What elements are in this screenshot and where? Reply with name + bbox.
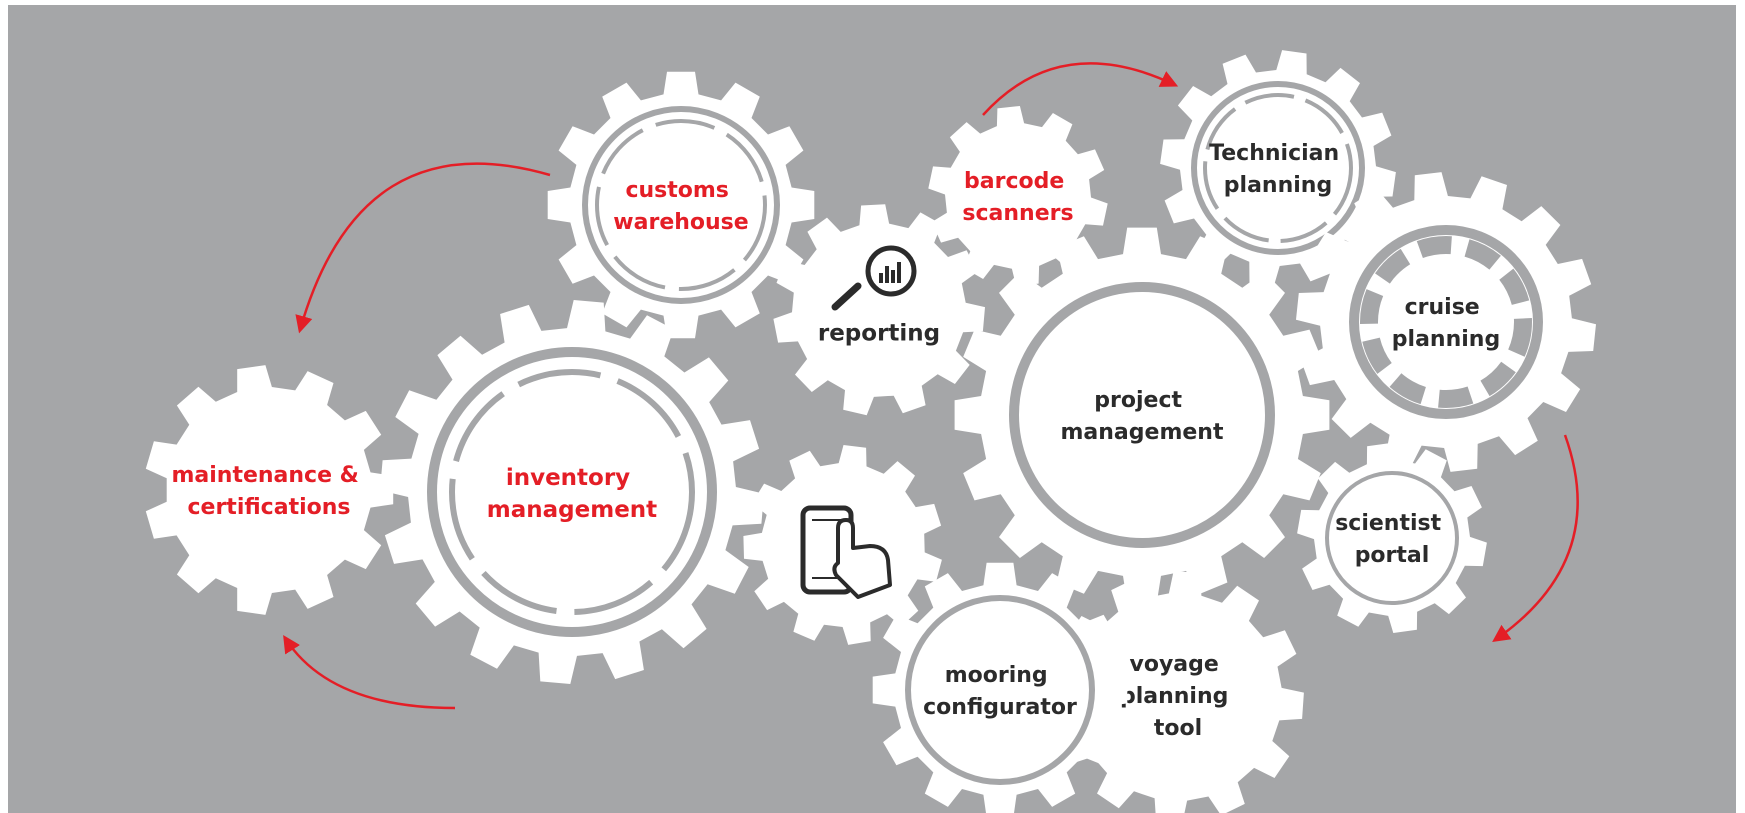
gear-scientist-shape [1297, 443, 1487, 633]
cycle-arrow-top-left [295, 162, 551, 334]
gear-maintenance-shape [145, 365, 394, 615]
magnifier-chart-icon [831, 245, 917, 311]
gear-maintenance-certifications: maintenance & certifications [145, 365, 394, 615]
gear-project-label: project management [1061, 388, 1224, 445]
gear-customs-warehouse: customs warehouse [547, 71, 815, 339]
gear-technician-inner-ring [1203, 93, 1353, 243]
gear-barcode-shape [928, 106, 1108, 286]
gear-reporting: reporting [773, 204, 985, 416]
gear-cruise-planning: cruise planning [1296, 172, 1596, 472]
gear-technician-planning: Technician planning [1160, 50, 1396, 286]
gear-voyage-shape [1052, 571, 1304, 813]
gear-cruise-ring [1349, 225, 1543, 419]
gear-customs-label: customs warehouse [613, 178, 748, 235]
gear-inventory-inner-ring [449, 369, 695, 615]
gear-cruise-spoke-ring [1360, 236, 1532, 408]
gear-technician-label: Technician planning [1209, 141, 1347, 198]
gear-mooring-ring [905, 595, 1095, 785]
gear-barcode-scanners: barcode scanners [928, 106, 1108, 286]
gear-inventory-ring [427, 347, 717, 637]
gear-cruise-label: cruise planning [1392, 295, 1500, 352]
gear-project-ring [1009, 282, 1275, 548]
gear-technician-ring [1191, 81, 1365, 255]
gear-scientist-label: scientist portal [1335, 511, 1449, 568]
gear-maintenance-label: maintenance & certifications [171, 463, 366, 520]
gear-mooring-label: mooring configurator [923, 663, 1077, 720]
cycle-arrow-top [982, 62, 1179, 116]
gear-barcode-label: barcode scanners [962, 169, 1073, 226]
gear-voyage-label: voyage planning tool [1120, 652, 1236, 741]
gear-customs-ring [582, 106, 780, 304]
gear-mooring-configurator: mooring configurator [872, 562, 1128, 813]
cycle-arrow-bottom-left [283, 635, 456, 710]
gear-customs-inner-ring [595, 119, 767, 291]
gear-reporting-label: reporting [818, 321, 940, 347]
gear-inventory-label: inventory management [487, 465, 657, 523]
touch-phone-icon [800, 505, 892, 599]
gear-mobile [743, 445, 942, 645]
gear-reporting-shape [773, 204, 985, 416]
gear-project-management: project management [954, 227, 1330, 603]
gear-cruise-shape [1296, 172, 1596, 472]
cycle-arrow-right [1492, 434, 1579, 643]
gear-inventory-management: inventory management [380, 300, 764, 684]
gear-scientist-portal: scientist portal [1297, 443, 1487, 633]
gear-scientist-ring [1325, 471, 1459, 605]
gear-voyage-planning-tool: voyage planning tool [1052, 571, 1304, 813]
